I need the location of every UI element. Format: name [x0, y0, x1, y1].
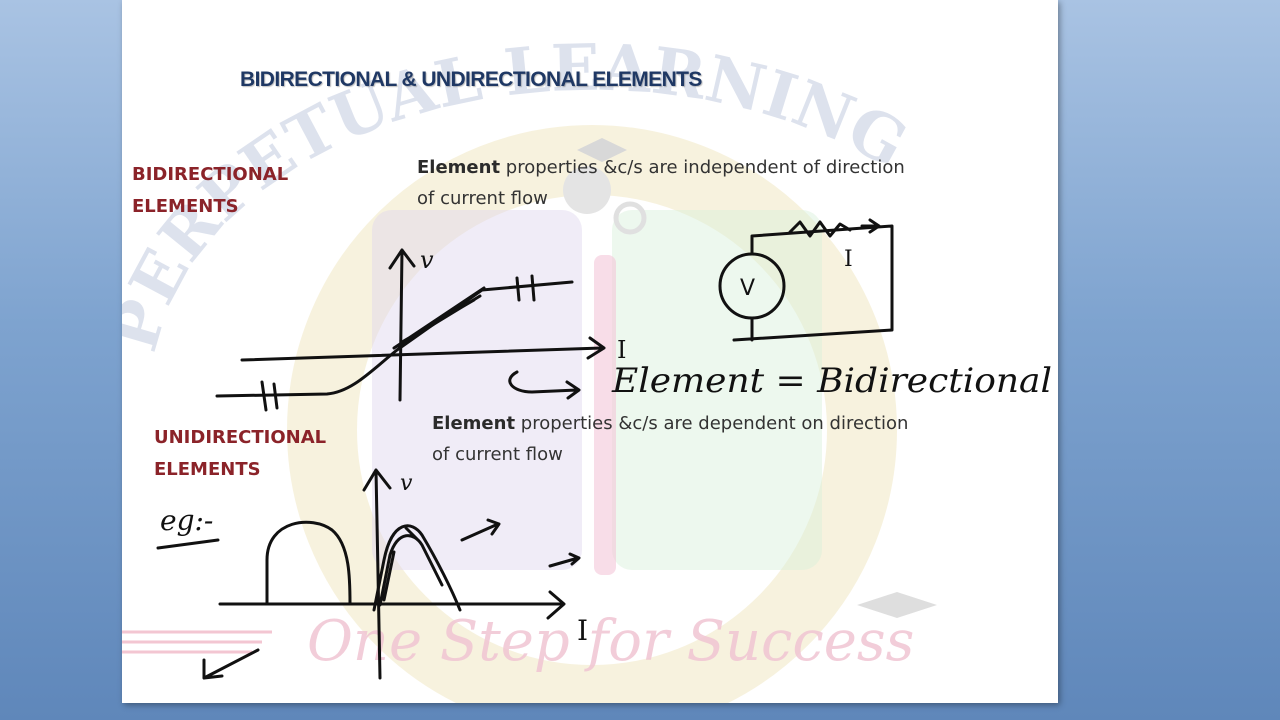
- unidirectional-desc-line2: of current flow: [432, 444, 563, 465]
- bottom-axis-i-label: I: [577, 614, 588, 647]
- top-i-axis: [240, 336, 606, 362]
- circuit-wires: [732, 224, 894, 342]
- bidirectional-heading-line2: ELEMENTS: [132, 196, 239, 217]
- unidirectional-desc-bold: Element: [432, 413, 516, 434]
- circuit-resistor: [788, 218, 881, 238]
- bottom-i-axis: [218, 590, 566, 620]
- top-axis-v-label: v: [420, 246, 434, 274]
- bidirectional-heading: BIDIRECTIONAL ELEMENTS: [132, 159, 288, 223]
- bottom-peak-shading: [378, 526, 444, 607]
- top-tick-marks: [260, 274, 536, 412]
- unidirectional-heading-line2: ELEMENTS: [154, 459, 261, 480]
- small-arrow-2: [548, 552, 581, 568]
- eg-underline: [156, 538, 220, 550]
- bidirectional-desc-line2: of current flow: [417, 188, 548, 209]
- bottom-v-axis: [362, 468, 392, 680]
- bottom-peak-curve: [372, 524, 462, 612]
- slide-title: BIDIRECTIONAL & UNDIRECTIONAL ELEMENTS: [240, 68, 702, 91]
- note-arrow: [508, 370, 581, 400]
- circuit-current-label: I: [844, 247, 853, 272]
- pen-annotations: v I Element = Bidirectional V I eg:- v I: [156, 218, 1052, 680]
- bottom-lump-curve: [265, 520, 352, 606]
- unidirectional-heading: UNIDIRECTIONAL ELEMENTS: [154, 422, 326, 486]
- unidirectional-description: Element properties &c/s are dependent on…: [432, 408, 1012, 470]
- circuit-source-label: V: [740, 276, 755, 301]
- small-arrow-1: [460, 518, 501, 542]
- top-curve-shading: [392, 286, 486, 350]
- bidirectional-heading-line1: BIDIRECTIONAL: [132, 164, 289, 185]
- bidirectional-description: Element properties &c/s are independent …: [417, 152, 997, 214]
- example-label: eg:-: [160, 504, 213, 537]
- bottom-axis-v-label: v: [400, 471, 413, 496]
- bidirectional-desc-bold: Element: [417, 157, 501, 178]
- slide: PERPETUAL LEARNING One Step for Success …: [122, 0, 1058, 703]
- element-note: Element = Bidirectional: [611, 361, 1052, 401]
- unidirectional-desc-line1: properties &c/s are dependent on directi…: [515, 413, 909, 434]
- corner-arrow: [202, 648, 260, 680]
- unidirectional-heading-line1: UNIDIRECTIONAL: [154, 427, 327, 448]
- top-axis-i-label: I: [617, 336, 626, 364]
- top-v-axis: [388, 248, 416, 402]
- bidirectional-desc-line1: properties &c/s are independent of direc…: [500, 157, 905, 178]
- top-curve: [215, 280, 574, 398]
